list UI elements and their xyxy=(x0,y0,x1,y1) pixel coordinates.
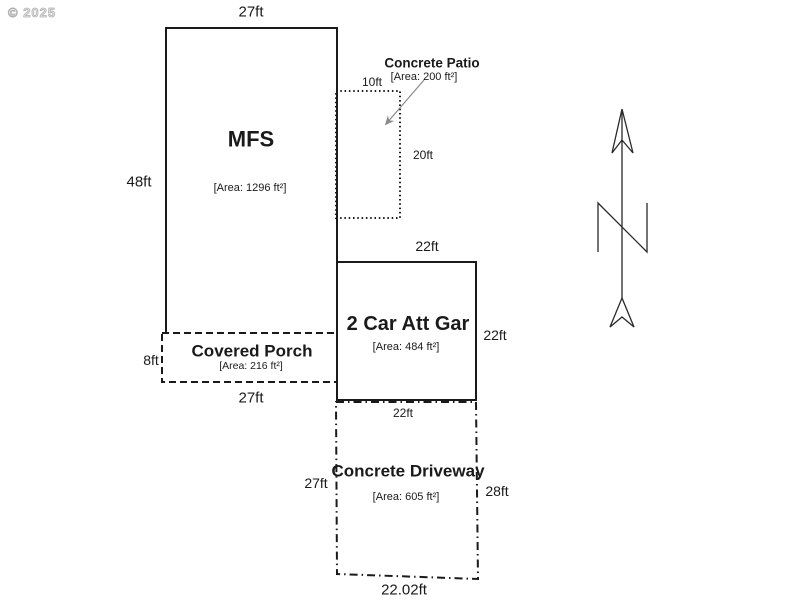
patio-right-dimension: 20ft xyxy=(413,148,434,162)
porch-label: Covered Porch xyxy=(192,342,313,361)
driveway-right-dimension: 28ft xyxy=(485,483,508,499)
north-arrow-fletching xyxy=(609,296,635,328)
driveway-left-dimension: 27ft xyxy=(304,475,327,491)
copyright-watermark: © 2025 xyxy=(8,5,56,20)
porch-area-label: [Area: 216 ft²] xyxy=(219,360,283,372)
garage-area-label: [Area: 484 ft²] xyxy=(373,341,440,353)
driveway-top-dimension: 22ft xyxy=(393,406,414,420)
porch-left-dimension: 8ft xyxy=(143,352,159,368)
north-arrow-n-letter xyxy=(597,201,648,254)
driveway-bottom-dimension: 22.02ft xyxy=(381,582,428,599)
patio-label: Concrete Patio xyxy=(384,56,479,71)
patio-leader-arrow xyxy=(384,79,425,126)
mfs-outline xyxy=(165,27,338,333)
garage-right-dimension: 22ft xyxy=(483,327,506,343)
north-arrow-head xyxy=(611,108,634,154)
mfs-label: MFS xyxy=(228,127,274,152)
patio-top-dimension: 10ft xyxy=(362,75,383,89)
garage-label: 2 Car Att Gar xyxy=(347,313,470,335)
porch-bottom-dimension: 27ft xyxy=(238,390,264,407)
garage-outline xyxy=(336,261,477,401)
patio-outline xyxy=(335,90,401,219)
mfs-left-dimension: 48ft xyxy=(126,174,152,191)
driveway-label: Concrete Driveway xyxy=(331,462,485,481)
patio-area-label: [Area: 200 ft²] xyxy=(391,71,458,83)
garage-top-dimension: 22ft xyxy=(415,238,438,254)
mfs-area-label: [Area: 1296 ft²] xyxy=(214,182,287,194)
driveway-outline xyxy=(334,401,480,581)
driveway-area-label: [Area: 605 ft²] xyxy=(373,491,440,503)
north-arrow-icon xyxy=(597,108,648,328)
mfs-top-dimension: 27ft xyxy=(238,4,264,21)
